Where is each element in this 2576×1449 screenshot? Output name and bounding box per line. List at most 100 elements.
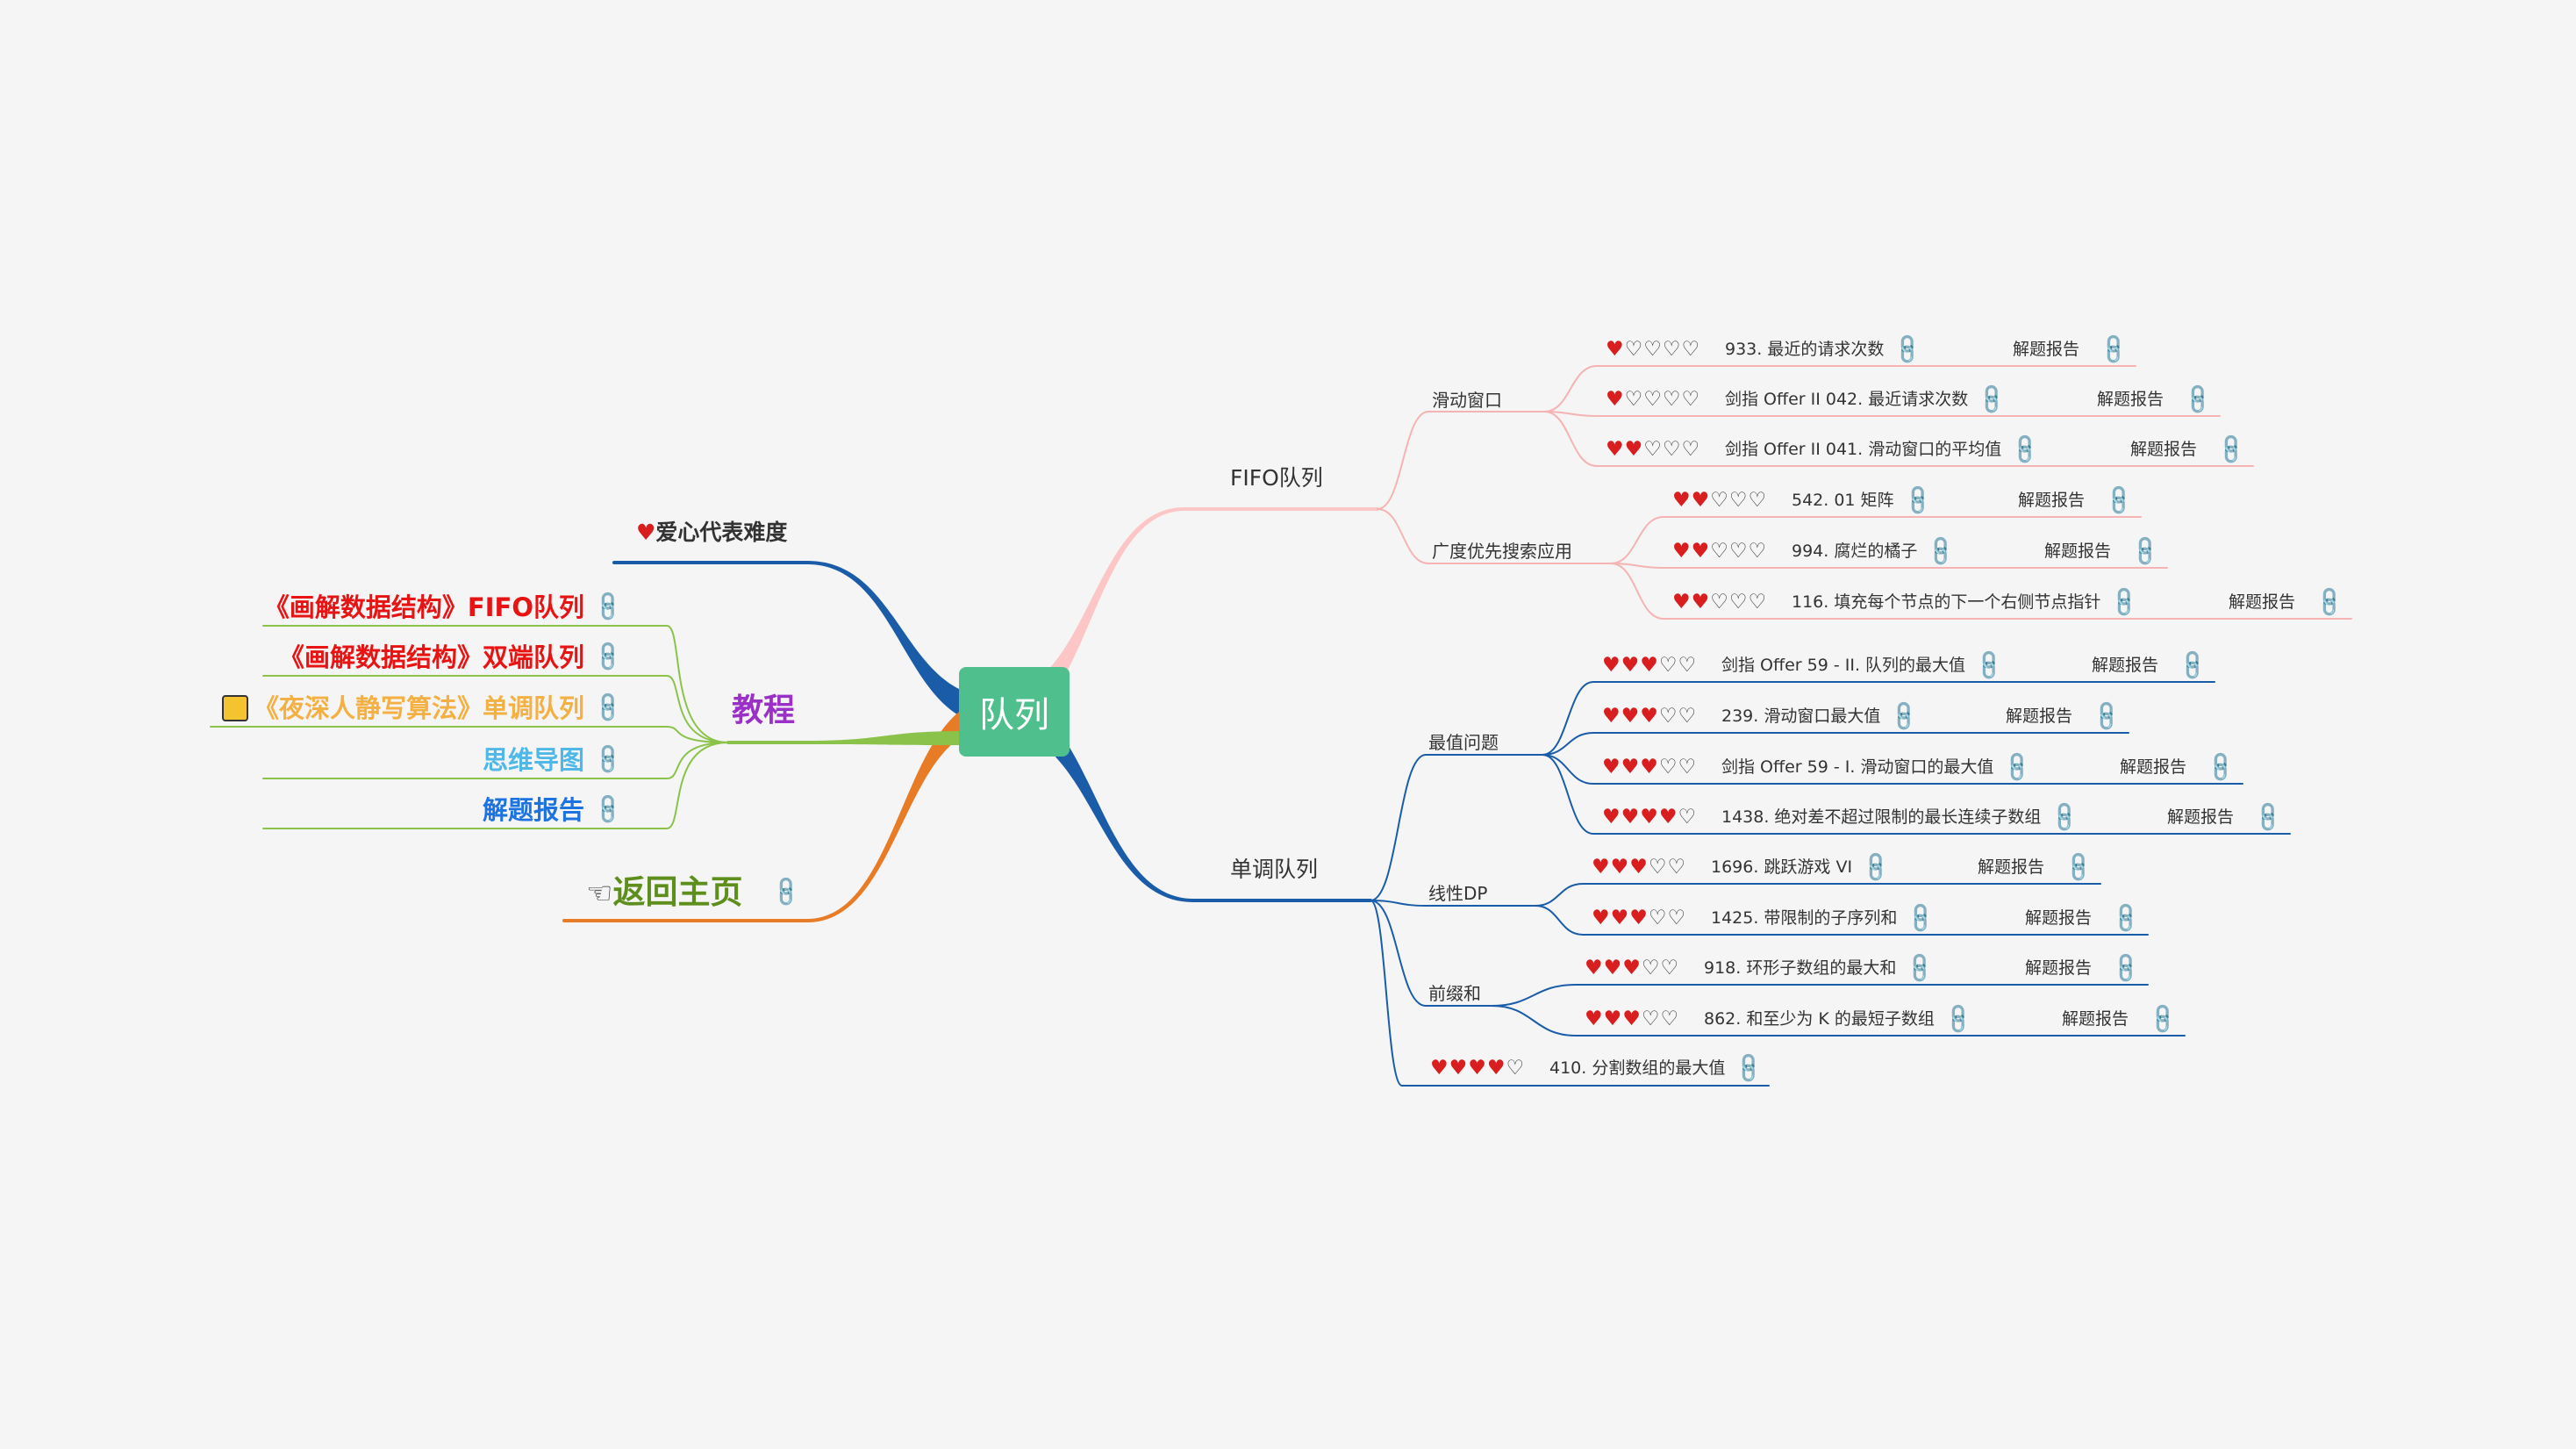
branch-ribbon [807, 731, 962, 745]
connector-line [1370, 900, 1492, 1007]
heart-filled-icon: ♥ [1606, 438, 1625, 461]
heart-filled-icon: ♥ [1592, 907, 1611, 929]
report-link[interactable]: 解题报告 [2062, 1009, 2129, 1029]
tutorial-item-mindmap[interactable]: 思维导图 [482, 745, 584, 775]
difficulty-hearts: ♥♥♥♡♡ [1602, 757, 1697, 778]
connector-line [1542, 681, 2215, 756]
tutorial-item-monotonic[interactable]: 《夜深人静写算法》单调队列 [221, 695, 584, 723]
heart-empty-icon: ♡ [1660, 1008, 1680, 1030]
heart-filled-icon: ♥ [1672, 540, 1692, 563]
problem-title[interactable]: 剑指 Offer 59 - II. 队列的最大值 [1721, 656, 1966, 675]
heart-filled-icon: ♥ [1602, 705, 1621, 728]
report-link[interactable]: 解题报告 [2044, 542, 2112, 561]
heart-empty-icon: ♡ [1506, 1057, 1526, 1080]
heart-filled-icon: ♥ [1621, 705, 1641, 728]
heart-filled-icon: ♥ [1430, 1057, 1449, 1080]
problem-title[interactable]: 239. 滑动窗口最大值 [1721, 707, 1881, 726]
branch-fifo-queue[interactable]: FIFO队列 [1230, 465, 1323, 491]
heart-empty-icon: ♡ [1662, 388, 1682, 411]
heart-filled-icon: ♥ [1468, 1057, 1487, 1080]
problem-title[interactable]: 剑指 Offer II 041. 滑动窗口的平均值 [1725, 440, 2002, 459]
heart-empty-icon: ♡ [1728, 540, 1749, 563]
problem-title[interactable]: 剑指 Offer II 042. 最近请求次数 [1725, 390, 1969, 409]
home-node[interactable]: ☜返回主页 [586, 876, 742, 908]
report-link[interactable]: 解题报告 [2025, 908, 2093, 928]
report-link[interactable]: 解题报告 [2130, 440, 2198, 459]
problem-title[interactable]: 410. 分割数组的最大值 [1549, 1058, 1726, 1078]
problem-title[interactable]: 116. 填充每个节点的下一个右侧节点指针 [1792, 592, 2101, 612]
difficulty-hearts: ♥♥♡♡♡ [1672, 491, 1767, 511]
group-max-min-problem[interactable]: 最值问题 [1428, 732, 1499, 753]
heart-empty-icon: ♡ [1648, 907, 1668, 929]
heart-empty-icon: ♡ [1641, 957, 1661, 979]
problem-title[interactable]: 933. 最近的请求次数 [1725, 340, 1885, 359]
connector-line [1610, 516, 2142, 564]
heart-empty-icon: ♡ [1662, 438, 1682, 461]
heart-empty-icon: ♡ [1710, 540, 1729, 563]
heart-filled-icon: ♥ [1624, 438, 1644, 461]
root-node[interactable]: 队列 [959, 667, 1070, 757]
heart-filled-icon: ♥ [1585, 957, 1604, 979]
report-link[interactable]: 解题报告 [2229, 592, 2296, 612]
heart-filled-icon: ♥ [1622, 957, 1642, 979]
heart-empty-icon: ♡ [1624, 388, 1644, 411]
report-link[interactable]: 解题报告 [2120, 757, 2187, 777]
problem-title[interactable]: 918. 环形子数组的最大和 [1704, 958, 1897, 978]
branch-ribbon [807, 698, 997, 922]
difficulty-hearts: ♥♡♡♡♡ [1606, 390, 1700, 410]
connector-line [262, 742, 729, 829]
heart-empty-icon: ♡ [1667, 856, 1687, 879]
difficulty-hearts: ♥♥♡♡♡ [1672, 592, 1767, 613]
heart-icon: ♥ [636, 520, 656, 545]
heart-empty-icon: ♡ [1624, 338, 1644, 361]
connector-line [262, 742, 729, 779]
connector-line [1491, 984, 2149, 1007]
tutorial-item-deque[interactable]: 《画解数据结构》双端队列 [278, 642, 584, 672]
group-bfs-application[interactable]: 广度优先搜索应用 [1432, 541, 1572, 562]
connector-line [1377, 411, 1545, 510]
branch-monotonic-queue[interactable]: 单调队列 [1230, 857, 1319, 882]
connector-line [1535, 905, 2149, 936]
tutorial-item-fifo[interactable]: 《画解数据结构》FIFO队列 [263, 592, 584, 622]
problem-title[interactable]: 1425. 带限制的子序列和 [1711, 908, 1898, 928]
legend-node: ♥爱心代表难度 [636, 521, 787, 543]
problem-title[interactable]: 542. 01 矩阵 [1792, 491, 1894, 510]
tutorial-node[interactable]: 教程 [732, 692, 796, 728]
problem-title[interactable]: 862. 和至少为 K 的最短子数组 [1704, 1009, 1935, 1029]
heart-filled-icon: ♥ [1602, 756, 1621, 778]
branch-ribbon [997, 507, 1184, 729]
connector-line [262, 625, 729, 743]
group-linear-dp[interactable]: 线性DP [1428, 883, 1488, 904]
problem-title[interactable]: 1696. 跳跃游戏 VI [1711, 857, 1853, 877]
difficulty-hearts: ♥♡♡♡♡ [1606, 340, 1700, 360]
tutorial-item-report[interactable]: 解题报告 [482, 795, 584, 825]
report-link[interactable]: 解题报告 [2092, 656, 2159, 675]
difficulty-hearts: ♥♥♥♡♡ [1592, 908, 1686, 929]
report-link[interactable]: 解题报告 [2097, 390, 2165, 409]
report-link[interactable]: 解题报告 [2013, 340, 2080, 359]
report-link[interactable]: 解题报告 [2006, 707, 2073, 726]
heart-filled-icon: ♥ [1621, 654, 1641, 677]
problem-title[interactable]: 994. 腐烂的橘子 [1792, 542, 1918, 561]
connector-line [1491, 1005, 2186, 1037]
report-link[interactable]: 解题报告 [2025, 958, 2093, 978]
report-link[interactable]: 解题报告 [2018, 491, 2086, 510]
group-sliding-window[interactable]: 滑动窗口 [1432, 390, 1502, 411]
report-link[interactable]: 解题报告 [1978, 857, 2045, 877]
heart-filled-icon: ♥ [1585, 1008, 1604, 1030]
problem-title[interactable]: 剑指 Offer 59 - I. 滑动窗口的最大值 [1721, 757, 1994, 777]
heart-filled-icon: ♥ [1621, 756, 1641, 778]
heart-empty-icon: ♡ [1748, 591, 1768, 613]
heart-empty-icon: ♡ [1641, 1008, 1661, 1030]
heart-empty-icon: ♡ [1710, 591, 1729, 613]
heart-filled-icon: ♥ [1606, 338, 1625, 361]
connector-line [1542, 754, 2243, 785]
lock-icon [221, 695, 248, 721]
heart-empty-icon: ♡ [1710, 489, 1729, 512]
connector-line [262, 675, 729, 743]
connector-line [1543, 411, 2221, 417]
group-prefix-sum[interactable]: 前缀和 [1428, 983, 1481, 1004]
heart-filled-icon: ♥ [1658, 806, 1678, 829]
problem-title[interactable]: 1438. 绝对差不超过限制的最长连续子数组 [1721, 807, 2042, 827]
report-link[interactable]: 解题报告 [2167, 807, 2235, 827]
